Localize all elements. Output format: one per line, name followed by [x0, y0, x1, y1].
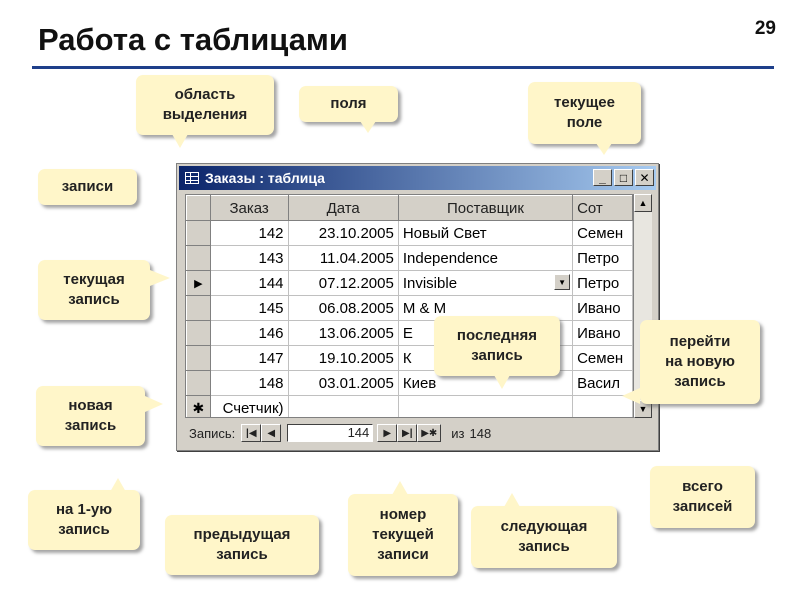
- cell-supplier-new[interactable]: [397, 395, 574, 417]
- last-record-icon[interactable]: ▶|: [397, 424, 418, 442]
- table-row[interactable]: 147 19.10.2005 К Семен: [186, 345, 633, 371]
- asterisk-icon[interactable]: ✱: [186, 395, 211, 417]
- close-button[interactable]: ✕: [635, 169, 654, 186]
- maximize-button[interactable]: □: [614, 169, 633, 186]
- column-header[interactable]: Поставщик: [397, 195, 574, 221]
- callout-current-record: текущая запись: [38, 260, 150, 320]
- cell-employee[interactable]: Ивано: [572, 295, 633, 321]
- of-label: из: [451, 425, 465, 441]
- new-record-icon[interactable]: ▶✱: [417, 424, 442, 442]
- callout-tail: [596, 143, 612, 155]
- cell-employee[interactable]: Васил: [572, 370, 633, 396]
- cell-employee-new[interactable]: [572, 395, 633, 417]
- table-row[interactable]: 142 23.10.2005 Новый Свет Семен: [186, 220, 633, 246]
- cell-date[interactable]: 07.12.2005: [287, 270, 399, 296]
- prev-record-icon[interactable]: ◀: [261, 424, 282, 442]
- cell-supplier: Invisible: [402, 274, 458, 292]
- cell-date[interactable]: 19.10.2005: [287, 345, 399, 371]
- window-controls: _ □ ✕: [593, 169, 654, 186]
- record-selector[interactable]: [186, 295, 211, 321]
- record-navigator: Запись: |◀ ◀ 144 ▶ ▶| ▶✱ из 148: [185, 422, 652, 444]
- callout-tail: [392, 481, 408, 495]
- cell-employee[interactable]: Петро: [572, 270, 633, 296]
- table-row-current[interactable]: ▶ 144 07.12.2005 Invisible ▼ Петро: [186, 270, 633, 296]
- table-window[interactable]: Заказы : таблица _ □ ✕ Заказ Дата Постав…: [176, 163, 659, 451]
- cell-date[interactable]: 06.08.2005: [287, 295, 399, 321]
- window-titlebar[interactable]: Заказы : таблица _ □ ✕: [179, 166, 656, 190]
- next-record-icon[interactable]: ▶: [377, 424, 398, 442]
- cell-order[interactable]: 148: [209, 370, 289, 396]
- table-row[interactable]: 146 13.06.2005 Е Ивано: [186, 320, 633, 346]
- column-header[interactable]: Сот: [572, 195, 633, 221]
- scroll-up-icon[interactable]: ▲: [634, 194, 652, 212]
- slide-title: Работа с таблицами: [38, 22, 348, 57]
- new-record-row[interactable]: ✱ Счетчик): [186, 395, 633, 417]
- callout-next-record: следующая запись: [471, 506, 617, 568]
- callout-first-record: на 1-ую запись: [28, 490, 140, 550]
- cell-employee[interactable]: Ивано: [572, 320, 633, 346]
- callout-tail: [360, 121, 376, 133]
- callout-current-field: текущее поле: [528, 82, 641, 144]
- callout-tail: [494, 375, 510, 389]
- table-row[interactable]: 143 11.04.2005 Independence Петро: [186, 245, 633, 271]
- callout-go-new-record: перейти на новую запись: [640, 320, 760, 404]
- callout-tail: [145, 396, 163, 412]
- cell-date[interactable]: 13.06.2005: [287, 320, 399, 346]
- cell-date-new[interactable]: [287, 395, 399, 417]
- cell-employee[interactable]: Петро: [572, 245, 633, 271]
- callout-tail: [622, 388, 640, 404]
- cell-order[interactable]: 147: [209, 345, 289, 371]
- header-row: Заказ Дата Поставщик Сот: [186, 195, 633, 221]
- cell-order[interactable]: 144: [209, 270, 289, 296]
- callout-records: записи: [38, 169, 137, 205]
- table-row[interactable]: 145 06.08.2005 M & M Ивано: [186, 295, 633, 321]
- callout-tail: [150, 270, 170, 286]
- navigator-label: Запись:: [189, 425, 236, 441]
- cell-order-new[interactable]: Счетчик): [209, 395, 289, 417]
- cell-order[interactable]: 143: [209, 245, 289, 271]
- record-selector[interactable]: [186, 345, 211, 371]
- cell-date[interactable]: 03.01.2005: [287, 370, 399, 396]
- callout-prev-record: предыдущая запись: [165, 515, 319, 575]
- corner-selector[interactable]: [186, 195, 211, 221]
- record-selector[interactable]: [186, 245, 211, 271]
- current-record-field[interactable]: 144: [287, 424, 374, 442]
- cell-employee[interactable]: Семен: [572, 345, 633, 371]
- cell-date[interactable]: 11.04.2005: [287, 245, 399, 271]
- callout-fields: поля: [299, 86, 398, 122]
- first-record-icon[interactable]: |◀: [241, 424, 262, 442]
- cell-supplier[interactable]: Independence: [397, 245, 574, 271]
- table-row[interactable]: 148 03.01.2005 Киев Васил: [186, 370, 633, 396]
- callout-tail: [110, 478, 126, 492]
- datasheet-table: Заказ Дата Поставщик Сот 142 23.10.2005 …: [186, 195, 633, 417]
- total-records: 148: [469, 425, 492, 441]
- callout-last-record: последняя запись: [434, 316, 560, 376]
- callout-tail: [172, 134, 188, 148]
- window-title: Заказы : таблица: [205, 170, 325, 186]
- cell-order[interactable]: 142: [209, 220, 289, 246]
- cell-supplier-combo[interactable]: Invisible ▼: [397, 270, 574, 296]
- callout-current-number: номер текущей записи: [348, 494, 458, 576]
- record-selector[interactable]: [186, 320, 211, 346]
- table-icon: [185, 172, 199, 184]
- cell-supplier[interactable]: Новый Свет: [397, 220, 574, 246]
- column-header[interactable]: Заказ: [209, 195, 289, 221]
- title-rule: [32, 66, 774, 69]
- current-row-arrow-icon[interactable]: ▶: [186, 270, 211, 296]
- cell-employee[interactable]: Семен: [572, 220, 633, 246]
- cell-date[interactable]: 23.10.2005: [287, 220, 399, 246]
- cell-order[interactable]: 145: [209, 295, 289, 321]
- callout-total-records: всего записей: [650, 466, 755, 528]
- datasheet-grid[interactable]: Заказ Дата Поставщик Сот 142 23.10.2005 …: [185, 194, 634, 418]
- dropdown-arrow-icon[interactable]: ▼: [554, 274, 571, 290]
- column-header[interactable]: Дата: [287, 195, 399, 221]
- minimize-button[interactable]: _: [593, 169, 612, 186]
- record-selector[interactable]: [186, 370, 211, 396]
- callout-tail: [504, 493, 520, 507]
- callout-new-record: новая запись: [36, 386, 145, 446]
- record-selector[interactable]: [186, 220, 211, 246]
- cell-order[interactable]: 146: [209, 320, 289, 346]
- callout-selection-area: область выделения: [136, 75, 274, 135]
- page-number: 29: [754, 18, 776, 39]
